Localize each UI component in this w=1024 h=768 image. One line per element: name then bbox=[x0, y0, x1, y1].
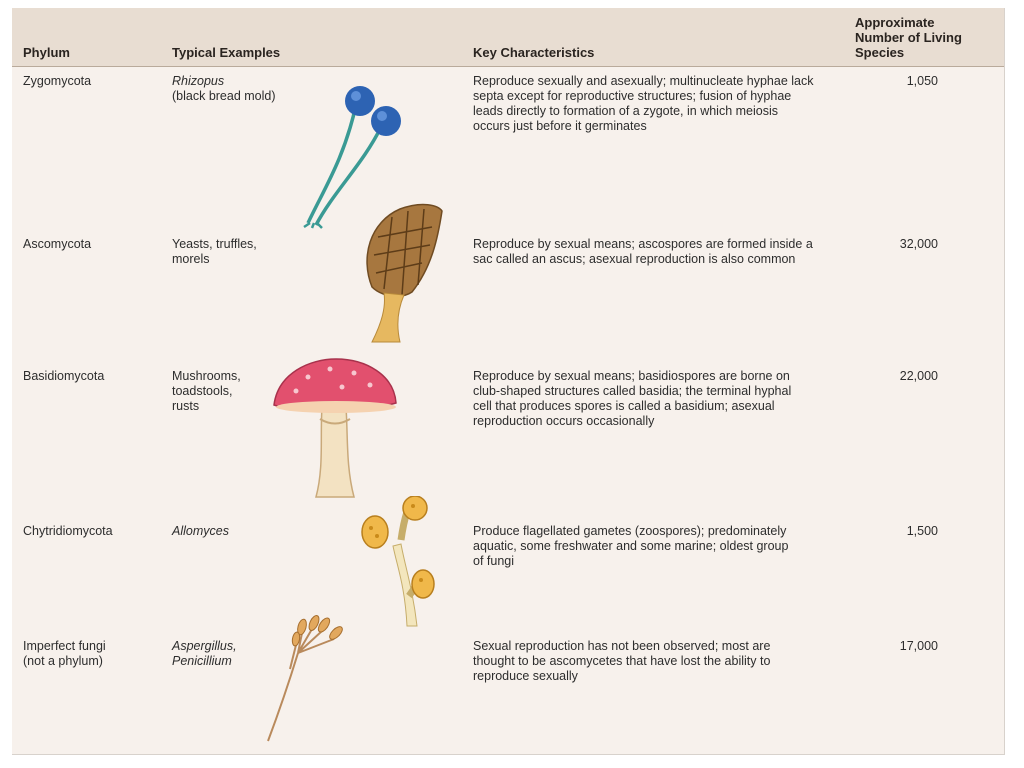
key-characteristics-cell: Reproduce sexually and asexually; multin… bbox=[473, 74, 814, 133]
species-count-cell: 22,000 bbox=[899, 369, 938, 383]
header-species-count: Approximate Number of Living Species bbox=[855, 15, 962, 60]
aspergillus-illustration bbox=[267, 615, 343, 742]
morel-illustration bbox=[366, 203, 443, 343]
phylum-cell: Chytridiomycota bbox=[23, 524, 113, 538]
species-count-cell: 17,000 bbox=[899, 639, 938, 653]
examples-cell: Yeasts, truffles,morels bbox=[172, 237, 257, 266]
examples-cell: Allomyces bbox=[172, 524, 229, 538]
phylum-cell: Imperfect fungi(not a phylum) bbox=[23, 639, 106, 668]
mushroom-illustration bbox=[273, 358, 397, 498]
phylum-cell: Zygomycota bbox=[23, 74, 92, 88]
table-header: Phylum Typical Examples Key Characterist… bbox=[12, 8, 1004, 67]
key-characteristics-cell: Sexual reproduction has not been observe… bbox=[473, 639, 771, 683]
header-typical-examples: Typical Examples bbox=[172, 45, 281, 60]
species-count-cell: 1,500 bbox=[906, 524, 938, 538]
phylum-cell: Basidiomycota bbox=[23, 369, 105, 383]
examples-cell: Aspergillus, Penicillium bbox=[172, 639, 237, 668]
phylum-cell: Ascomycota bbox=[23, 237, 92, 251]
rhizopus-illustration bbox=[303, 86, 401, 229]
key-characteristics-cell: Reproduce by sexual means; ascospores ar… bbox=[473, 237, 813, 266]
header-phylum: Phylum bbox=[23, 45, 70, 60]
key-characteristics-cell: Reproduce by sexual means; basidiospores… bbox=[473, 369, 792, 428]
header-key-characteristics: Key Characteristics bbox=[473, 45, 595, 60]
fungi-table: Phylum Typical Examples Key Characterist… bbox=[12, 8, 1005, 755]
species-count-cell: 32,000 bbox=[899, 237, 938, 251]
allomyces-illustration bbox=[361, 496, 435, 627]
examples-cell: Rhizopus (black bread mold) bbox=[172, 74, 276, 103]
key-characteristics-cell: Produce flagellated gametes (zoospores);… bbox=[473, 524, 789, 568]
species-count-cell: 1,050 bbox=[906, 74, 938, 88]
examples-cell: Mushrooms,toadstools, rusts bbox=[172, 369, 241, 413]
